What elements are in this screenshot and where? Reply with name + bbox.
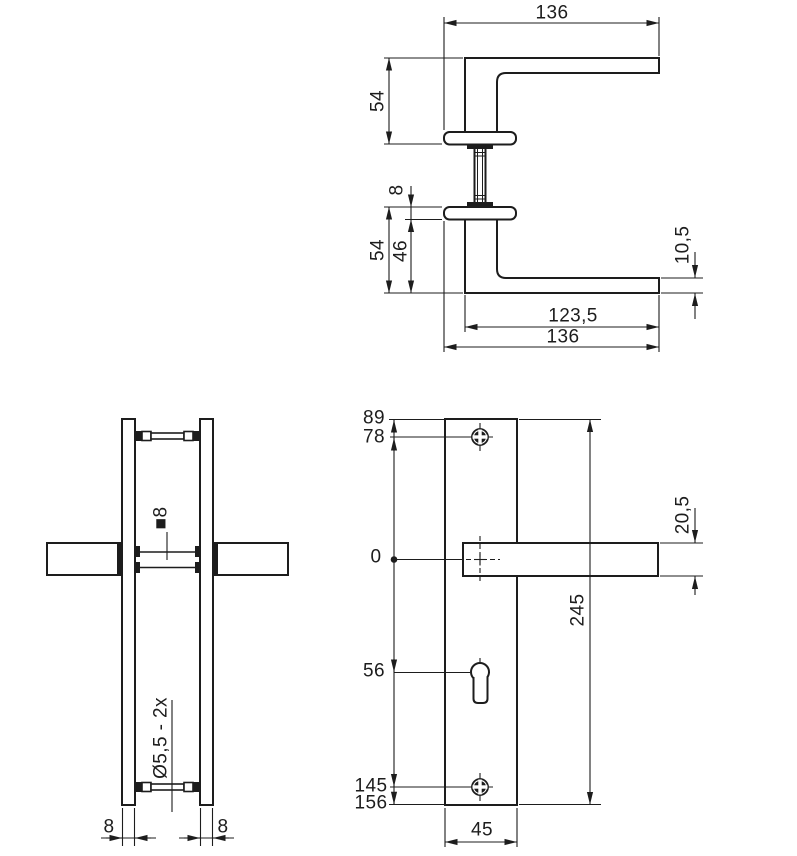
left-handle-grip	[46, 542, 123, 576]
screw-nut	[141, 430, 152, 442]
dim-label-136-bottom: 136	[546, 326, 580, 348]
callout-screw-hole: Ø5,5 - 2x	[150, 697, 172, 779]
lower-rosette	[443, 206, 517, 221]
left-handle-base	[117, 543, 122, 575]
dim-label-8-plate-left: 8	[103, 816, 115, 838]
screw-nut	[141, 781, 152, 793]
screw-rod	[150, 783, 185, 791]
bottom-screw-slot	[472, 785, 488, 789]
dim-label-45: 45	[471, 819, 493, 841]
dim-label-245: 245	[567, 593, 589, 627]
dim-label-56: 56	[363, 660, 385, 682]
dim-label-0: 0	[370, 546, 382, 568]
left-plate-edge	[121, 418, 136, 806]
dim-label-54-lower: 54	[367, 239, 389, 261]
spindle-flange-bottom	[467, 202, 493, 207]
dim-label-54-upper: 54	[367, 90, 389, 112]
neck-clip	[135, 562, 140, 573]
screw-rod	[150, 432, 185, 440]
dim-origin-dot	[390, 556, 398, 563]
dim-label-78: 78	[363, 426, 385, 448]
top-screw-slot	[472, 435, 488, 439]
dim-label-156: 156	[354, 792, 388, 814]
right-handle-base	[213, 543, 218, 575]
dim-label-123-5: 123,5	[548, 305, 598, 327]
handle-front	[462, 542, 659, 577]
dim-label-46: 46	[390, 240, 412, 262]
callout-spindle-8: ■8	[150, 506, 172, 530]
screw-nut	[183, 430, 194, 442]
right-handle-grip	[212, 542, 289, 576]
dim-label-20-5: 20,5	[672, 495, 694, 535]
dim-label-145: 145	[354, 775, 388, 797]
backplate	[444, 418, 518, 806]
screw-cap	[135, 782, 142, 792]
neck-clip	[195, 562, 200, 573]
screw-cap	[193, 782, 200, 792]
dim-label-10-5: 10,5	[672, 225, 694, 265]
dim-label-136-top: 136	[535, 2, 569, 24]
neck-clip	[135, 546, 140, 557]
lower-lever-outline	[464, 218, 660, 294]
dim-label-89: 89	[363, 407, 385, 429]
dim-label-8-rosette: 8	[386, 184, 408, 196]
spindle-flange-top	[467, 144, 493, 149]
upper-rosette	[443, 131, 517, 146]
dim-label-8-plate-right: 8	[217, 816, 229, 838]
screw-cap	[135, 431, 142, 441]
front-view	[46, 418, 289, 846]
top-view	[384, 17, 703, 352]
side-view	[389, 418, 703, 847]
right-plate-edge	[199, 418, 214, 806]
neck-clip	[195, 546, 200, 557]
screw-cap	[193, 431, 200, 441]
keyhole-body	[472, 677, 489, 704]
upper-lever-outline	[464, 57, 660, 133]
screw-nut	[183, 781, 194, 793]
